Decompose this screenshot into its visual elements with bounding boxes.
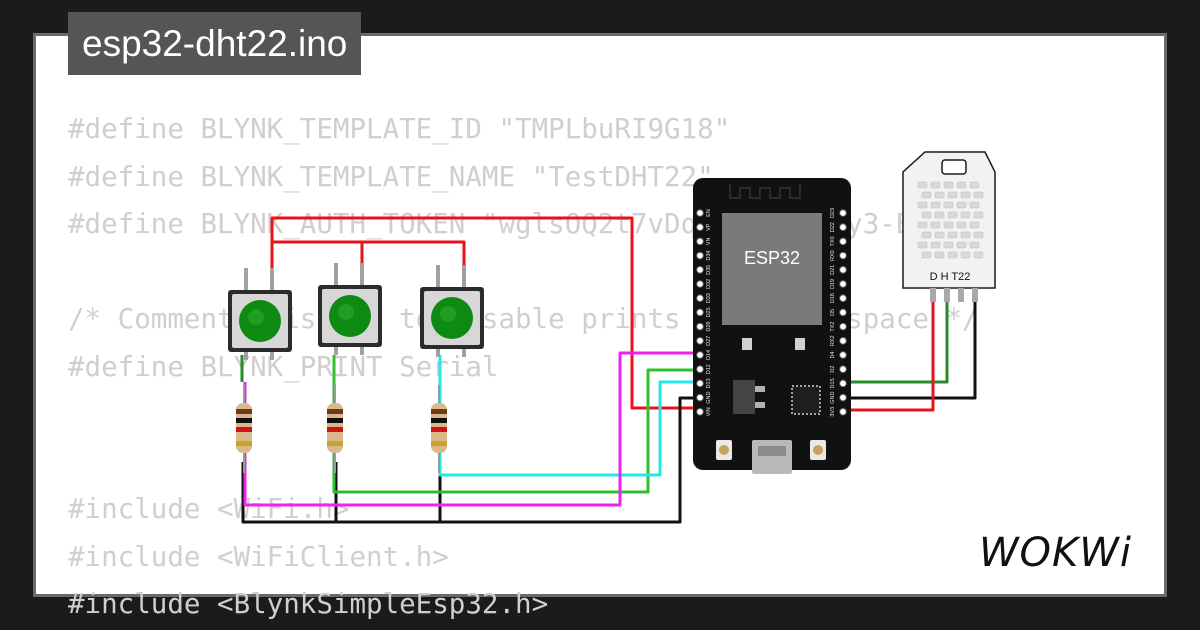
- esp32-pin-label: D35: [706, 265, 712, 275]
- esp32-pin-label: D33: [706, 293, 712, 303]
- pushbutton-2[interactable]: [318, 263, 382, 355]
- esp32-pin-label: TX2: [830, 322, 836, 332]
- esp32-pin-label: D21: [830, 265, 836, 275]
- esp32-pin-label: D2: [830, 366, 836, 373]
- esp32-pin[interactable]: [696, 407, 704, 416]
- code-line: #define BLYNK_PRINT Serial: [68, 350, 499, 383]
- wire-black-gnd: [241, 396, 700, 524]
- wire-dht-gnd: [843, 288, 977, 400]
- code-line: #include <WiFiClient.h>: [68, 540, 449, 573]
- esp32-pin-label: D25: [706, 307, 712, 317]
- esp32-pin-label: D5: [830, 309, 836, 316]
- file-title: esp32-dht22.ino: [68, 12, 362, 75]
- resistor-2: [327, 385, 343, 473]
- esp32-pin-label: VIN: [706, 407, 712, 416]
- esp32-pin-label: D32: [706, 279, 712, 289]
- wire-dht-vcc: [843, 288, 935, 412]
- esp32-pin-label: D22: [830, 222, 836, 232]
- esp32-pin[interactable]: [839, 393, 847, 402]
- esp32-pin[interactable]: [696, 336, 704, 345]
- esp32-board[interactable]: ESP32 ENVPVND34D35D32D33D25D26D27D14D12D…: [693, 178, 851, 474]
- esp32-pin[interactable]: [839, 251, 847, 260]
- esp32-pin[interactable]: [696, 209, 704, 217]
- esp32-pin[interactable]: [696, 365, 704, 374]
- esp32-pin-label: EN: [706, 209, 712, 217]
- esp32-pin[interactable]: [696, 237, 704, 246]
- esp32-pin[interactable]: [696, 393, 704, 402]
- wires: [240, 216, 977, 524]
- esp32-pin-label: D23: [830, 208, 836, 218]
- esp32-pin-label: D15: [830, 378, 836, 388]
- esp32-pin[interactable]: [696, 308, 704, 317]
- dht22-label: D H T22: [930, 271, 971, 283]
- esp32-pin[interactable]: [839, 223, 847, 232]
- wire-green-signal: [332, 355, 700, 494]
- esp32-pin-label: D34: [706, 251, 712, 261]
- esp32-pin[interactable]: [839, 280, 847, 288]
- esp32-pin[interactable]: [839, 265, 847, 274]
- wokwi-logo-text: WOKWi: [979, 530, 1132, 576]
- esp32-pin-label: D14: [706, 350, 712, 360]
- esp32-pin[interactable]: [839, 379, 847, 388]
- esp32-pin-label: TX0: [830, 236, 836, 246]
- esp32-pin-label: GND: [830, 391, 836, 403]
- esp32-pin-label: RX0: [830, 250, 836, 261]
- esp32-pin-label: D26: [706, 322, 712, 332]
- dht22-sensor[interactable]: D H T22: [902, 151, 996, 302]
- code-card: #define BLYNK_TEMPLATE_ID "TMPLbuRI9G18"…: [33, 33, 1167, 620]
- code-block: #define BLYNK_TEMPLATE_ID "TMPLbuRI9G18"…: [68, 106, 979, 629]
- code-line: #define BLYNK_TEMPLATE_ID "TMPLbuRI9G18": [68, 113, 731, 145]
- esp32-pin-label: D19: [830, 279, 836, 289]
- pushbutton-3[interactable]: [420, 265, 484, 357]
- esp32-label: ESP32: [744, 248, 800, 268]
- code-line: #include <WiFi.h>: [68, 493, 350, 525]
- esp32-pin-label: RX2: [830, 335, 836, 346]
- esp32-pin[interactable]: [696, 294, 704, 303]
- esp32-pin[interactable]: [839, 351, 847, 359]
- code-line: #include <BlynkSimpleEsp32.h>: [68, 588, 549, 620]
- esp32-pin-label: GND: [706, 391, 712, 403]
- esp32-pin-label: D18: [830, 293, 836, 303]
- esp32-pin[interactable]: [696, 251, 704, 260]
- esp32-pin[interactable]: [696, 351, 704, 359]
- wokwi-logo: WOKWi: [979, 530, 1132, 576]
- esp32-pin[interactable]: [696, 280, 704, 288]
- esp32-pin-label: VN: [706, 238, 712, 246]
- wire-red-buttons: [270, 216, 700, 410]
- wire-dht-data: [843, 288, 949, 384]
- code-line: #define BLYNK_TEMPLATE_NAME "TestDHT22": [68, 160, 714, 193]
- esp32-pin-label: D13: [706, 378, 712, 388]
- esp32-pin-label: 3V3: [830, 407, 836, 417]
- esp32-pin[interactable]: [839, 237, 847, 246]
- esp32-pin[interactable]: [839, 407, 847, 416]
- esp32-pin[interactable]: [839, 322, 847, 331]
- esp32-pin[interactable]: [839, 336, 847, 345]
- esp32-pin[interactable]: [839, 209, 847, 217]
- esp32-pin[interactable]: [696, 322, 704, 331]
- esp32-pin-label: VP: [706, 223, 712, 231]
- esp32-pin[interactable]: [696, 379, 704, 388]
- esp32-pin-label: D12: [706, 364, 712, 374]
- resistor-3: [431, 385, 447, 473]
- pushbutton-1[interactable]: [228, 268, 292, 360]
- wire-cyan-signal: [438, 355, 700, 477]
- esp32-pin-label: D27: [706, 336, 712, 346]
- esp32-pin[interactable]: [839, 294, 847, 303]
- esp32-pin-label: D4: [830, 351, 836, 358]
- resistor-1: [236, 385, 252, 473]
- esp32-pin[interactable]: [696, 223, 704, 232]
- esp32-pin[interactable]: [839, 308, 847, 317]
- esp32-pin[interactable]: [839, 365, 847, 374]
- esp32-pin[interactable]: [696, 265, 704, 274]
